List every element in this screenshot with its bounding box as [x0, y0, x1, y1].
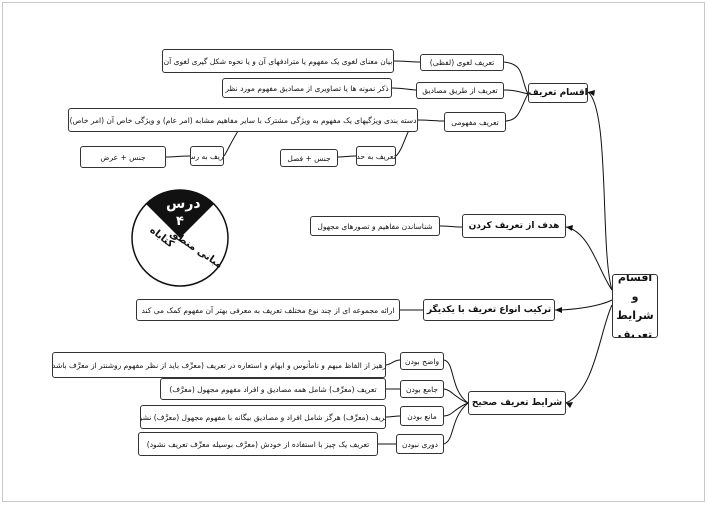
link-root-goal — [565, 226, 613, 291]
link-root-conditions — [565, 304, 613, 404]
condition-non-circular-desc[interactable]: تعریف یک چیز با استفاده از خودش (معرَّف … — [138, 432, 378, 456]
link-types-lexical — [503, 61, 529, 95]
condition-preventive-desc[interactable]: تعریف (معرِّف) هرگز شامل افراد و مصادیق … — [140, 405, 386, 429]
lexical-definition-desc[interactable]: بیان معنای لغوی یک مفهوم یا مترادفهای آن… — [162, 49, 394, 73]
condition-clear-desc[interactable]: پرهیز از الفاظ مبهم و نامأنوس و ابهام و … — [52, 352, 386, 378]
link-lexical-desc — [393, 60, 421, 63]
combination-desc[interactable]: ارائه مجموعه ای از چند نوع مختلف تعریف ب… — [136, 299, 400, 321]
link-def-formula — [337, 155, 357, 158]
conceptual-definition-desc[interactable]: دسته بندی ویژگیهای یک مفهوم به ویژگی مشت… — [68, 108, 418, 132]
types-category[interactable]: اقسام تعریف — [528, 83, 588, 103]
link-desc-description — [223, 127, 241, 157]
badge-number: ۴ — [176, 214, 184, 229]
root-node[interactable]: اقسام و شرایط تعریف — [612, 274, 658, 338]
combination-category[interactable]: ترکیب انواع تعریف با یکدیگر — [423, 299, 555, 321]
link-types-conceptual — [505, 93, 529, 122]
lexical-definition[interactable]: تعریف لغوی (لفظی) — [420, 54, 504, 71]
link-goal-desc — [439, 225, 463, 228]
conceptual-definition[interactable]: تعریف مفهومی — [444, 112, 506, 132]
definition-by-limit-formula[interactable]: جنس + فصل — [280, 149, 338, 167]
condition-clear[interactable]: واضح بودن — [400, 352, 444, 370]
badge-top-slice — [146, 189, 214, 238]
link-cond-complete — [443, 388, 469, 404]
instances-definition[interactable]: تعریف از طریق مصادیق — [416, 82, 504, 99]
badge-lesson: درس — [166, 196, 201, 212]
link-root-types — [587, 91, 613, 291]
link-conceptual-desc — [417, 119, 445, 122]
arrowhead — [588, 90, 595, 96]
condition-comprehensive[interactable]: جامع بودن — [400, 380, 444, 398]
link-cond-circular — [443, 402, 469, 445]
lesson-badge — [131, 189, 229, 287]
condition-preventive[interactable]: مانع بودن — [400, 406, 444, 426]
definition-by-description[interactable]: تعریف به رسم — [190, 146, 224, 166]
conditions-category[interactable]: شرایط تعریف صحیح — [468, 391, 566, 415]
condition-comprehensive-desc[interactable]: تعریف (معرِّف) شامل همه مصادیق و افراد م… — [160, 378, 386, 400]
definition-by-description-formula[interactable]: جنس + عرض — [80, 146, 166, 168]
instances-definition-desc[interactable]: ذکر نمونه ها یا تصاویری از مصادیق مفهوم … — [222, 78, 392, 98]
link-types-instances — [503, 89, 529, 95]
arrowhead — [566, 402, 573, 408]
condition-non-circular[interactable]: دوری نبودن — [396, 434, 444, 454]
link-desc-formula — [165, 155, 191, 158]
link-instances-desc — [391, 87, 417, 91]
arrowhead — [555, 307, 562, 313]
link-preventive-desc — [385, 415, 401, 418]
definition-by-limit[interactable]: تعریف به حد — [356, 146, 396, 166]
arrowhead — [566, 225, 573, 231]
link-cond-clear — [443, 359, 469, 404]
goal-desc[interactable]: شناساندن مفاهیم و تصورهای مجهول — [310, 216, 440, 236]
link-clear-desc — [385, 359, 401, 366]
link-cond-preventive — [443, 402, 469, 417]
link-root-combination — [554, 299, 613, 311]
goal-category[interactable]: هدف از تعریف کردن — [462, 214, 566, 238]
link-conceptual-desc-def — [395, 127, 411, 157]
